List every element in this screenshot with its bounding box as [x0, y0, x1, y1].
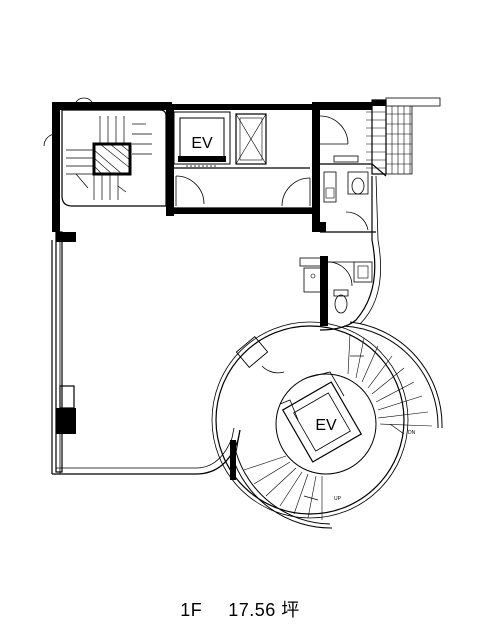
right-curved-corridor: [299, 175, 381, 331]
floor-caption: 1F 17.56 坪: [0, 596, 480, 622]
floor-area: 17.56 坪: [228, 600, 300, 620]
elevator-label-top: EV: [191, 135, 213, 152]
lobby-connection: [230, 429, 241, 480]
floor-number: 1F: [180, 600, 203, 620]
elevator-top-shaft: [173, 111, 267, 167]
right-top-rooms: [312, 97, 441, 233]
circular-lobby: [211, 321, 443, 529]
stair-mark-dn: DN: [408, 430, 416, 436]
stair-mark-up: UP: [334, 496, 342, 502]
exterior-walls: [51, 102, 386, 475]
stair-hall-top-left: [43, 97, 167, 207]
elevator-label-center: EV: [315, 417, 337, 434]
middle-rooms: [166, 110, 320, 216]
